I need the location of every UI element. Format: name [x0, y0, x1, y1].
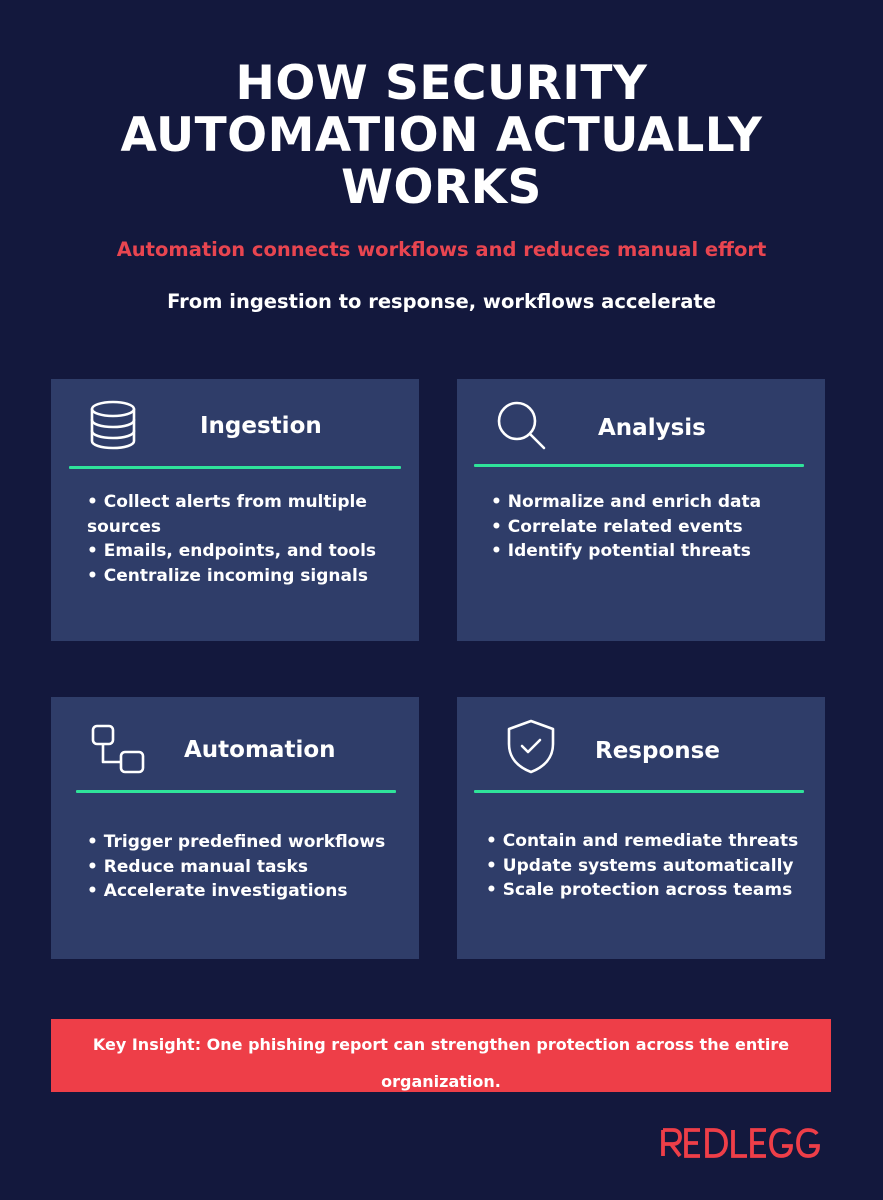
card-title-response: Response — [595, 738, 720, 764]
card-response: Response Contain and remediate threats U… — [457, 697, 825, 959]
list-item: Reduce manual tasks — [87, 855, 407, 880]
list-item: Accelerate investigations — [87, 879, 407, 904]
card-title-automation: Automation — [184, 737, 336, 763]
workflow-icon — [89, 721, 145, 777]
card-list-analysis: Normalize and enrich data Correlate rela… — [491, 490, 807, 564]
list-item: Normalize and enrich data — [491, 490, 807, 515]
card-analysis: Analysis Normalize and enrich data Corre… — [457, 379, 825, 641]
card-divider — [76, 790, 396, 793]
card-divider — [69, 466, 401, 469]
card-divider — [474, 790, 804, 793]
list-item: Collect alerts from multiple sources — [87, 490, 403, 539]
subtitle: Automation connects workflows and reduce… — [116, 238, 767, 261]
search-icon — [494, 397, 550, 453]
title-line-1: HOW SECURITY — [235, 56, 648, 111]
list-item: Scale protection across teams — [486, 878, 816, 903]
list-item: Emails, endpoints, and tools — [87, 539, 403, 564]
list-item: Correlate related events — [491, 515, 807, 540]
title-line-2: AUTOMATION ACTUALLY — [120, 108, 763, 163]
database-icon — [85, 397, 141, 453]
redlegg-logo — [660, 1127, 822, 1159]
list-item: Trigger predefined workflows — [87, 830, 407, 855]
card-title-analysis: Analysis — [598, 415, 706, 441]
card-list-automation: Trigger predefined workflows Reduce manu… — [87, 830, 407, 904]
card-list-ingestion: Collect alerts from multiple sources Ema… — [87, 490, 403, 588]
card-list-response: Contain and remediate threats Update sys… — [486, 829, 816, 903]
card-automation: Automation Trigger predefined workflows … — [51, 697, 419, 959]
card-ingestion: Ingestion Collect alerts from multiple s… — [51, 379, 419, 641]
list-item: Contain and remediate threats — [486, 829, 816, 854]
list-item: Centralize incoming signals — [87, 564, 403, 589]
list-item: Identify potential threats — [491, 539, 807, 564]
title-line-3: WORKS — [341, 160, 542, 215]
card-divider — [474, 464, 804, 467]
card-title-ingestion: Ingestion — [200, 413, 322, 439]
shield-check-icon — [503, 718, 559, 774]
page-title: HOW SECURITY AUTOMATION ACTUALLY WORKS — [0, 58, 883, 214]
list-item: Update systems automatically — [486, 854, 816, 879]
key-insight-banner: Key Insight: One phishing report can str… — [51, 1019, 831, 1092]
tagline: From ingestion to response, workflows ac… — [167, 290, 716, 313]
